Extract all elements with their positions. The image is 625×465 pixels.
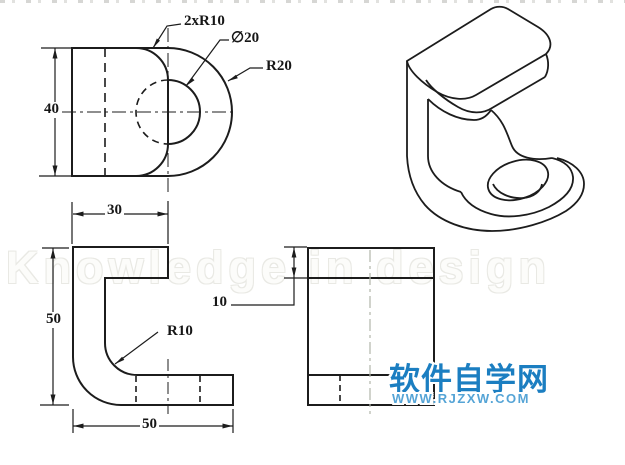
front-view: [73, 247, 233, 414]
background-watermark: Knowledge in design: [6, 242, 552, 293]
iso-flange-top-end-arc: [461, 158, 573, 216]
dim-40: 40: [42, 101, 61, 118]
iso-hole-bottom-edge: [493, 184, 542, 198]
leader-2xr10: [153, 24, 181, 48]
site-watermark-url: WWW.RJZXW.COM: [392, 391, 530, 406]
side-view-outline: [308, 248, 434, 405]
iso-outer-bottom-silhouette: [407, 156, 584, 231]
dim-40-extensions: [39, 48, 71, 176]
label-dia20: ∅20: [229, 30, 262, 47]
iso-hole-rim: [483, 153, 553, 207]
top-view-outline: [72, 48, 232, 176]
dim-10: 10: [210, 294, 229, 311]
iso-cutout-left-and-fillet: [428, 99, 461, 192]
dim-30-extensions: [72, 201, 168, 244]
dimension-linework: [39, 24, 307, 433]
slab-corner-radius-bottom: [136, 144, 168, 176]
dim-50-bottom: 50: [140, 416, 159, 433]
iso-slab-bottom-edge: [426, 77, 545, 112]
hole-hidden-half: [136, 80, 168, 144]
dim-30: 30: [105, 202, 124, 219]
label-r20: R20: [264, 58, 294, 75]
dim-10-extensions: [284, 247, 307, 278]
top-view: [62, 28, 237, 194]
dim-50-left-extensions: [40, 248, 69, 405]
dim-10-line: [231, 247, 294, 305]
iso-top-face: [407, 7, 550, 99]
isometric-view: [407, 7, 584, 231]
cropped-text-artifact: [0, 0, 625, 3]
slab-corner-radius-top: [136, 48, 168, 80]
iso-cutout-top-edge: [428, 99, 491, 120]
side-view: [308, 248, 434, 414]
leader-dia20: [186, 40, 230, 86]
front-view-outline: [73, 247, 233, 405]
dim-50-bottom-extensions: [73, 409, 233, 433]
label-r10: R10: [165, 323, 195, 340]
dimension-arrowheads: [50, 38, 297, 429]
iso-slab-right-edge: [545, 54, 548, 77]
iso-arm-s-curve: [491, 110, 552, 159]
site-watermark-name: 软件自学网: [389, 362, 549, 397]
dim-50-left: 50: [44, 311, 63, 328]
label-2xr10: 2xR10: [182, 13, 227, 30]
